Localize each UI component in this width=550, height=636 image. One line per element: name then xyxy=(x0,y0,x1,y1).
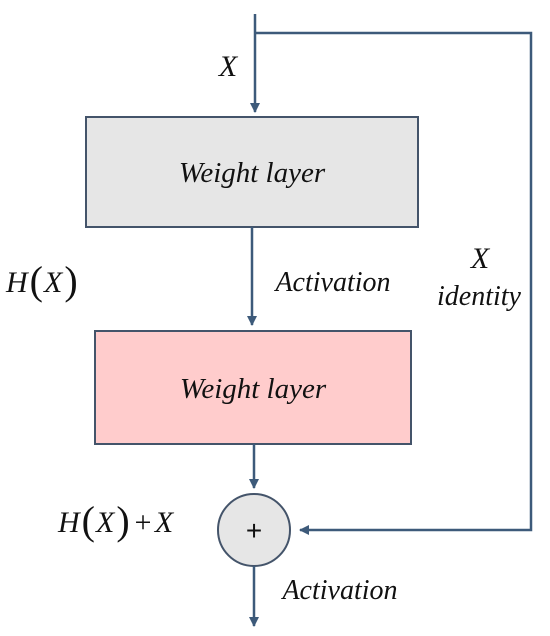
activation-label-1: Activation xyxy=(273,267,390,298)
mid-output-open-paren: ( xyxy=(30,258,43,303)
sum-output-label: H(X)+X xyxy=(57,498,175,543)
sum-output-func: H xyxy=(57,506,82,539)
mid-output-arg: X xyxy=(43,266,64,299)
mid-output-close-paren: ) xyxy=(64,258,77,303)
plus-symbol: + xyxy=(246,515,262,546)
input-label: X xyxy=(218,50,239,83)
weight-layer-2-label: Weight layer xyxy=(180,373,327,405)
weight-layer-1-label: Weight layer xyxy=(179,157,326,189)
identity-var-label: X xyxy=(470,242,491,275)
sum-output-open-paren: ( xyxy=(82,498,95,543)
weight-layer-1-box xyxy=(85,116,419,228)
activation-label-2: Activation xyxy=(280,575,397,606)
sum-output-var: X xyxy=(154,506,175,539)
mid-output-func: H xyxy=(5,266,30,299)
identity-skip-connection xyxy=(255,31,533,535)
mid-output-label: H(X) xyxy=(5,258,78,303)
sum-output-arg: X xyxy=(95,506,116,539)
sum-output-close-paren: ) xyxy=(116,498,129,543)
identity-label: identity xyxy=(437,281,522,312)
weight-layer-2-box xyxy=(94,330,412,445)
sum-output-plus: + xyxy=(133,506,153,539)
